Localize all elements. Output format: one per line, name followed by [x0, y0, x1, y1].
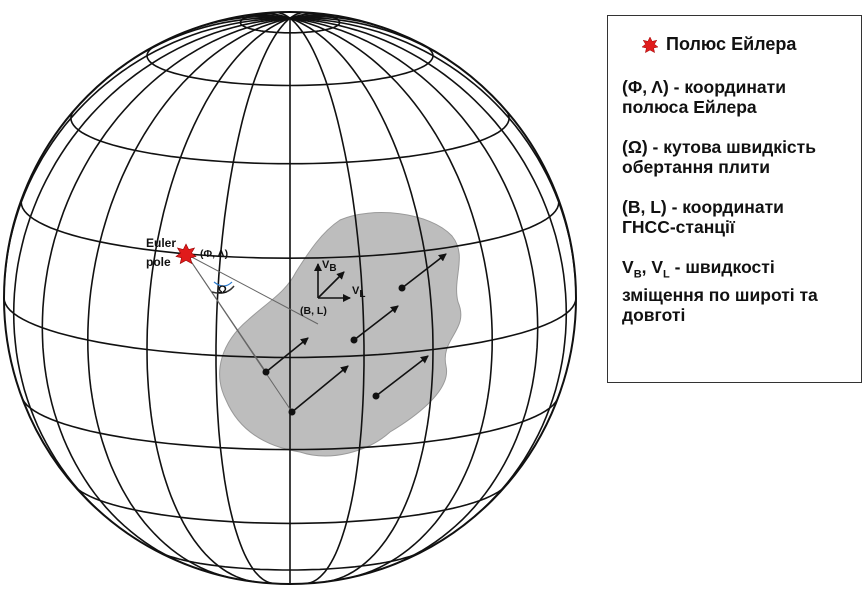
- legend-item-station-coords: (B, L) - координати ГНСС-станції: [622, 197, 784, 237]
- velocity-arrow: [401, 253, 447, 289]
- omega-label: Ω: [218, 284, 227, 296]
- euler-pole-star-icon: [175, 243, 197, 265]
- graticule-line: [215, 17, 291, 584]
- graticule-line: [86, 17, 291, 578]
- rotation-wedge: [185, 253, 319, 413]
- legend-title-row: Полюс Ейлера: [622, 34, 861, 55]
- legend-item-velocities: VB, VL - швидкості зміщення по широті та…: [622, 257, 818, 325]
- station-axes: [314, 263, 351, 302]
- graticule-line: [289, 17, 494, 578]
- legend-title: Полюс Ейлера: [666, 34, 797, 54]
- vb-axis-label: VB: [322, 259, 337, 274]
- graticule-line: [12, 17, 291, 523]
- velocity-arrow: [265, 337, 309, 373]
- velocity-arrow: [291, 365, 349, 413]
- pole-coordinates-label: (Φ, Λ): [200, 248, 228, 260]
- globe-outline: [3, 11, 577, 585]
- graticule-line: [146, 17, 291, 583]
- graticule-line: [289, 17, 539, 567]
- station-coordinates-label: (B, L): [300, 305, 327, 317]
- velocity-arrow: [353, 305, 399, 341]
- graticule-line: [289, 17, 434, 583]
- legend-panel: Полюс Ейлера (Φ, Λ) - координати полюса …: [607, 15, 862, 383]
- globe-graticule: [4, 12, 576, 584]
- velocity-vectors: [262, 253, 447, 416]
- euler-pole-label-line1: Euler: [146, 236, 176, 250]
- euler-pole-legend-icon: [642, 36, 658, 53]
- velocity-arrow: [375, 355, 429, 397]
- euler-pole-label-line2: pole: [146, 255, 171, 269]
- legend-item-angular-velocity: (Ω) - кутова швидкість обертання плити: [622, 137, 816, 177]
- graticule-line: [289, 17, 365, 584]
- vl-axis-label: VL: [352, 285, 365, 300]
- graticule-line: [289, 17, 568, 523]
- legend-item-pole-coords: (Φ, Λ) - координати полюса Ейлера: [622, 77, 786, 117]
- graticule-line: [41, 17, 291, 567]
